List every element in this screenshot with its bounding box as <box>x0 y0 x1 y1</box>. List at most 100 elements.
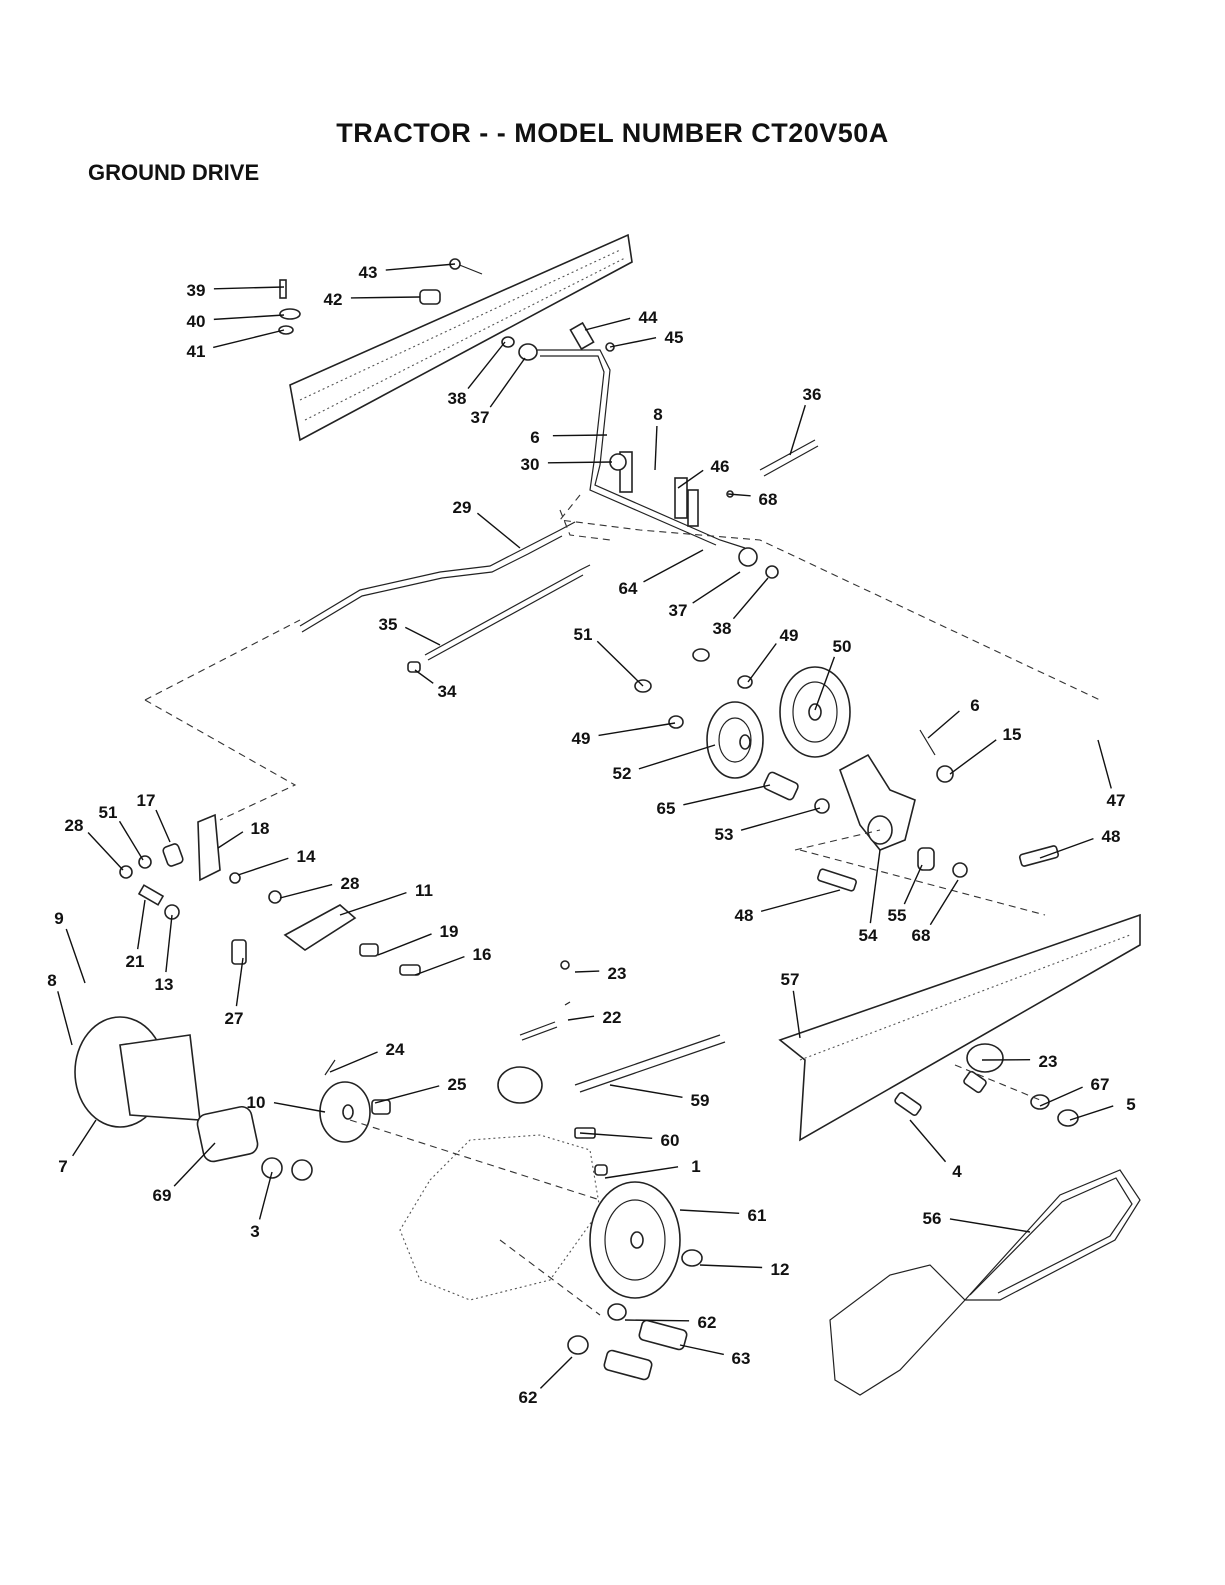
part-number-label: 5 <box>1126 1095 1135 1114</box>
callout-49: 49 <box>748 626 798 682</box>
lower-frame-rail <box>780 915 1140 1140</box>
part-number-label: 10 <box>247 1093 266 1112</box>
leader-line <box>950 1219 1030 1232</box>
leader-line <box>468 342 505 389</box>
part-number-label: 17 <box>137 791 156 810</box>
part-number-label: 51 <box>574 625 593 644</box>
callout-28: 28 <box>65 816 123 870</box>
part-number-label: 8 <box>47 971 56 990</box>
part-number-label: 35 <box>379 615 398 634</box>
part-number-label: 16 <box>473 945 492 964</box>
callout-19: 19 <box>378 922 458 955</box>
leader-line <box>415 670 433 683</box>
callout-42: 42 <box>324 290 420 309</box>
callout-17: 17 <box>137 791 170 842</box>
callout-51: 51 <box>574 625 643 686</box>
leader-line <box>644 550 703 582</box>
part-number-label: 42 <box>324 290 343 309</box>
part-number-label: 57 <box>781 970 800 989</box>
part-number-label: 60 <box>661 1131 680 1150</box>
leader-line <box>213 330 284 347</box>
leader-line <box>680 1210 739 1213</box>
callout-68: 68 <box>728 490 777 509</box>
part-number-label: 34 <box>438 682 457 701</box>
leader-line <box>683 785 770 805</box>
callout-5: 5 <box>1070 1095 1136 1120</box>
drive-belt <box>830 1170 1140 1395</box>
part-number-label: 62 <box>698 1313 717 1332</box>
leader-line <box>548 462 612 463</box>
callout-22: 22 <box>568 1008 621 1027</box>
leader-line <box>741 808 820 830</box>
leader-line <box>748 643 776 682</box>
leader-line <box>793 991 800 1038</box>
part-number-label: 29 <box>453 498 472 517</box>
part-number-label: 23 <box>608 964 627 983</box>
leader-line <box>733 578 768 619</box>
part-number-label: 11 <box>415 881 433 900</box>
part-number-label: 27 <box>225 1009 244 1028</box>
callout-37: 37 <box>669 572 740 620</box>
leader-line <box>260 1172 272 1219</box>
part-number-label: 44 <box>639 308 658 327</box>
part-number-label: 1 <box>691 1157 700 1176</box>
leader-line <box>378 934 432 955</box>
callout-48: 48 <box>735 890 840 925</box>
leader-line <box>405 627 440 645</box>
leader-line <box>280 885 332 898</box>
part-number-label: 49 <box>780 626 799 645</box>
leader-line <box>490 358 525 407</box>
leader-line <box>73 1120 96 1156</box>
callout-47: 47 <box>1098 740 1125 810</box>
part-number-label: 4 <box>952 1162 962 1181</box>
callout-59: 59 <box>610 1085 709 1110</box>
leader-line <box>870 850 880 923</box>
callout-53: 53 <box>715 808 820 844</box>
callout-13: 13 <box>155 915 174 994</box>
leader-line <box>639 745 715 769</box>
shift-lever-rod <box>535 350 745 548</box>
part-number-label: 36 <box>803 385 822 404</box>
part-number-label: 48 <box>1102 827 1121 846</box>
part-number-label: 25 <box>448 1075 467 1094</box>
part-number-label: 59 <box>691 1091 710 1110</box>
part-number-label: 68 <box>912 926 931 945</box>
callout-1: 1 <box>605 1157 701 1178</box>
control-rods <box>300 522 590 672</box>
part-number-label: 48 <box>735 906 754 925</box>
callout-24: 24 <box>330 1040 405 1072</box>
part-number-label: 53 <box>715 825 734 844</box>
leader-line <box>415 957 464 975</box>
leader-line <box>58 991 72 1045</box>
leader-line <box>585 318 630 330</box>
part-number-label: 18 <box>251 819 270 838</box>
part-number-label: 62 <box>519 1388 538 1407</box>
leader-line <box>680 1345 724 1354</box>
callout-39: 39 <box>187 281 284 300</box>
leader-line <box>790 405 805 455</box>
leader-line <box>218 832 243 848</box>
leader-line <box>174 1143 215 1186</box>
part-number-label: 21 <box>126 952 145 971</box>
callout-46: 46 <box>678 457 729 488</box>
callout-34: 34 <box>415 670 457 701</box>
leader-line <box>610 338 656 347</box>
leader-line <box>568 1016 594 1020</box>
callout-54: 54 <box>859 850 880 945</box>
callout-38: 38 <box>713 578 768 638</box>
callout-44: 44 <box>585 308 658 330</box>
leader-line <box>138 900 145 949</box>
part-number-label: 39 <box>187 281 206 300</box>
part-number-label: 38 <box>448 389 467 408</box>
callout-18: 18 <box>218 819 269 848</box>
part-number-label: 50 <box>833 637 852 656</box>
callout-21: 21 <box>126 900 145 971</box>
part-number-label: 30 <box>521 455 540 474</box>
leader-line <box>625 1320 689 1321</box>
callout-3: 3 <box>250 1172 272 1241</box>
part-number-label: 49 <box>572 729 591 748</box>
part-number-label: 64 <box>619 579 638 598</box>
callout-25: 25 <box>375 1075 466 1103</box>
leader-line <box>66 929 85 983</box>
